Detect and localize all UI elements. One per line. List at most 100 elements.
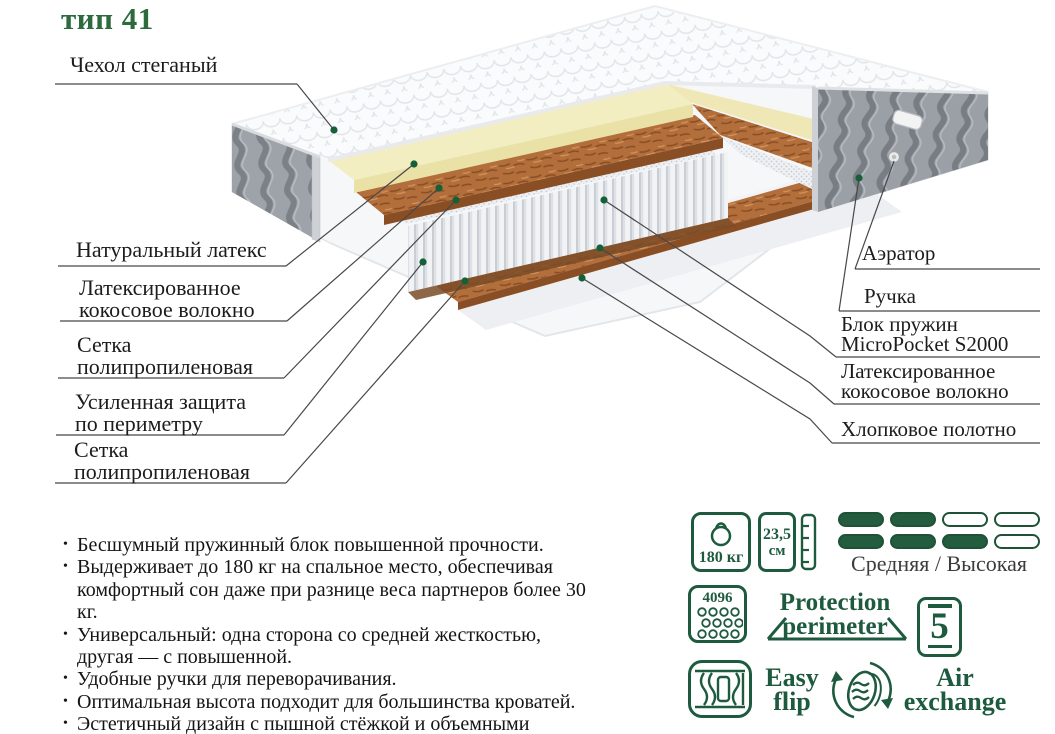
height-badge: 23,5 см bbox=[758, 512, 796, 572]
quilted-cover-outline bbox=[231, 4, 989, 125]
callout-latex: Натуральный латекс bbox=[58, 239, 304, 261]
callout-coir-top: Латексированное кокосовое волокно bbox=[60, 277, 306, 321]
firmness-pill bbox=[942, 512, 988, 527]
side-panel-left bbox=[232, 124, 320, 242]
callout-label: Усиленная защита bbox=[75, 389, 246, 414]
warranty-value: 5 bbox=[930, 605, 949, 647]
feature-item: Бесшумный пружинный блок повышенной проч… bbox=[60, 534, 592, 557]
perimeter-trapezoid-icon bbox=[766, 617, 908, 641]
callout-label: кокосовое волокно bbox=[79, 297, 255, 322]
callout-label: кокосовое волокно bbox=[841, 378, 1009, 403]
feature-item: Удобные ручки для переворачивания. bbox=[60, 668, 592, 691]
callout-underlines bbox=[55, 83, 1040, 484]
height-unit: см bbox=[768, 542, 786, 559]
callout-label: Латексированное bbox=[841, 359, 996, 383]
handle bbox=[892, 109, 923, 131]
kettlebell-icon bbox=[710, 521, 732, 546]
side-panel-right-edge bbox=[812, 86, 818, 212]
callout-label: полипропиленовая bbox=[74, 459, 251, 484]
max-weight-badge: 180 кг bbox=[691, 512, 751, 572]
air-exchange-line1: Air bbox=[936, 663, 974, 692]
mesh-layer-top-right bbox=[722, 137, 818, 192]
height-value: 23,5 bbox=[763, 525, 791, 543]
firmness-pill bbox=[838, 534, 884, 549]
easy-flip-line1: Easy bbox=[765, 663, 819, 692]
air-exchange-line2: exchange bbox=[903, 687, 1007, 716]
firmness-pill bbox=[994, 512, 1040, 527]
firmness-pill bbox=[942, 534, 988, 549]
callout-label: MicroPocket S2000 bbox=[841, 331, 1009, 356]
callout-label: полипропиленовая bbox=[77, 354, 254, 379]
callout-label: по периметру bbox=[75, 411, 203, 436]
easy-flip-label: Easy flip bbox=[754, 663, 830, 716]
callout-label: Блок пружин bbox=[841, 312, 958, 336]
firmness-pill bbox=[838, 512, 884, 527]
feature-item: Эстетичный дизайн с пышной стёжкой и объ… bbox=[60, 713, 592, 734]
coir-layer-top-front bbox=[384, 138, 723, 225]
warranty-badge: 5 bbox=[917, 597, 962, 657]
spring-count-badge: 4096 bbox=[688, 585, 747, 643]
callout-label: Сетка bbox=[74, 437, 129, 462]
firmness-label: Средняя / Высокая bbox=[851, 551, 1027, 576]
coir-layer-top-rightseg bbox=[692, 104, 818, 170]
warranty-bottom-bar bbox=[927, 644, 952, 648]
feature-item: Универсальный: одна сторона со средней ж… bbox=[60, 624, 592, 669]
springs-icon bbox=[696, 606, 743, 639]
callout-label: Чехол стеганый bbox=[70, 52, 218, 77]
callout-label: Ручка bbox=[864, 284, 916, 308]
easy-flip-line2: flip bbox=[773, 687, 811, 716]
callout-label: Сетка bbox=[77, 332, 132, 357]
callout-label: Латексированное bbox=[79, 275, 241, 300]
warranty-top-bar bbox=[927, 604, 952, 608]
feature-item: Оптимальная высота подходит для большинс… bbox=[60, 691, 592, 714]
callout-perimeter: Усиленная защита по периметру bbox=[56, 391, 303, 435]
coir-layer-bottom-front bbox=[458, 184, 874, 310]
quilted-cover bbox=[232, 6, 988, 160]
spring-count-value: 4096 bbox=[702, 589, 733, 606]
firmness-scale-bottom bbox=[838, 534, 1040, 549]
callout-label: Аэратор bbox=[862, 241, 936, 265]
air-exchange-icon bbox=[831, 661, 893, 719]
side-panel-right-piping bbox=[817, 86, 989, 95]
callout-mesh-bottom: Сетка полипропиленовая bbox=[55, 439, 305, 483]
side-panel-left-edge bbox=[311, 152, 321, 243]
firmness-pill bbox=[994, 534, 1040, 549]
callout-lines bbox=[283, 83, 895, 484]
callout-cover: Чехол стеганый bbox=[55, 54, 312, 76]
air-exchange-label: Air exchange bbox=[898, 663, 1012, 716]
cotton-sheet bbox=[458, 192, 902, 330]
callout-label: Натуральный латекс bbox=[76, 237, 267, 262]
quilted-cover-cut-edge bbox=[327, 80, 817, 162]
ruler-icon bbox=[800, 513, 817, 571]
firmness-scale bbox=[838, 512, 1040, 556]
latex-layer-front bbox=[354, 104, 693, 193]
page-title: тип 41 bbox=[61, 1, 154, 36]
callout-aerator: Аэратор bbox=[853, 241, 1049, 265]
side-panel-left-piping bbox=[231, 122, 321, 159]
side-panel-right bbox=[818, 88, 988, 212]
firmness-scale-top bbox=[838, 512, 1040, 527]
max-weight-value: 180 кг bbox=[698, 548, 744, 566]
spring-shadow bbox=[408, 218, 736, 300]
aerator-hole bbox=[891, 154, 897, 160]
protection-line2: perimeter bbox=[782, 613, 888, 640]
flip-mattress-icon bbox=[695, 669, 745, 709]
callout-dots bbox=[330, 126, 863, 285]
feature-list: Бесшумный пружинный блок повышенной проч… bbox=[60, 534, 592, 734]
latex-layer bbox=[328, 84, 693, 180]
callout-coir-bottom: Латексированное кокосовое волокно bbox=[834, 359, 1047, 403]
spring-block bbox=[408, 152, 728, 292]
protection-perimeter-badge: Protection perimeter bbox=[760, 589, 910, 641]
easy-flip-badge bbox=[688, 660, 752, 718]
callout-mesh-top: Сетка полипропиленовая bbox=[58, 334, 303, 378]
firmness-pill bbox=[890, 534, 936, 549]
protection-line1: Protection bbox=[779, 589, 891, 616]
callout-label: Хлопковое полотно bbox=[841, 417, 1017, 441]
callout-cotton: Хлопковое полотно bbox=[832, 417, 1049, 441]
firmness-pill bbox=[890, 512, 936, 527]
callout-spring-block: Блок пружин MicroPocket S2000 bbox=[836, 312, 1045, 356]
coir-layer-top bbox=[356, 115, 723, 215]
callout-handle: Ручка bbox=[839, 284, 1055, 308]
